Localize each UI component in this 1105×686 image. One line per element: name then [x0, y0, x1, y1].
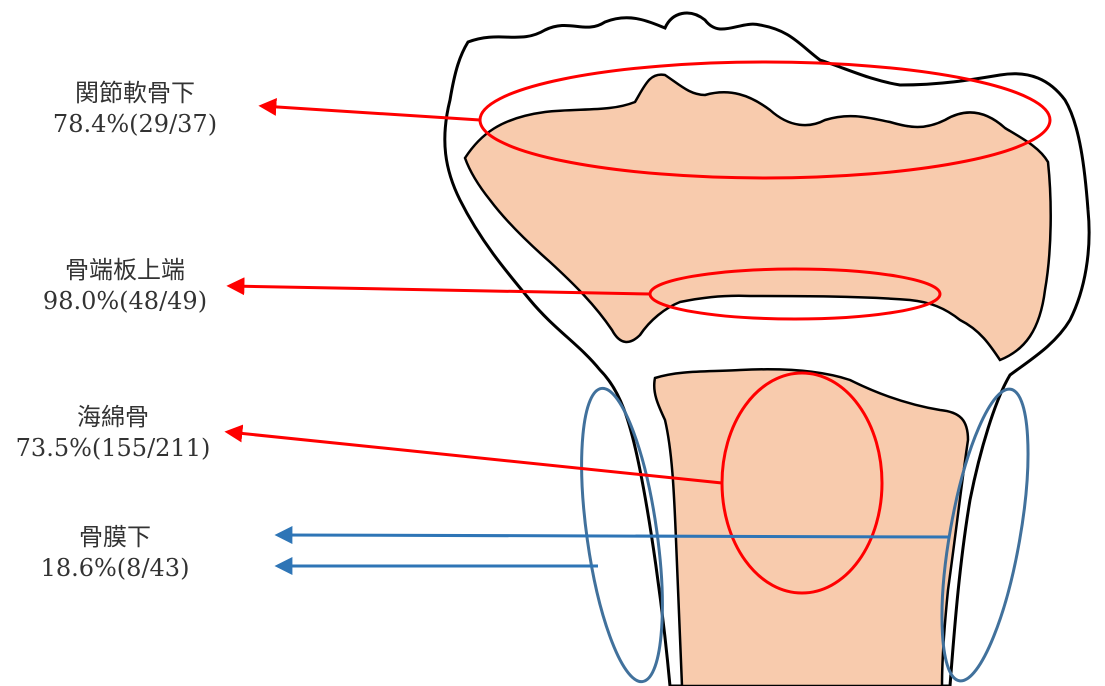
label-subchondral-stat: 78.4%(29/37): [40, 109, 230, 140]
label-physis: 骨端板上端 98.0%(48/49): [30, 255, 220, 317]
label-subchondral: 関節軟骨下 78.4%(29/37): [40, 78, 230, 140]
label-cancellous-stat: 73.5%(155/211): [8, 433, 218, 464]
label-physis-stat: 98.0%(48/49): [30, 286, 220, 317]
label-cancellous-title: 海綿骨: [8, 402, 218, 433]
label-periosteal-title: 骨膜下: [30, 522, 200, 553]
label-cancellous: 海綿骨 73.5%(155/211): [8, 402, 218, 464]
label-periosteal: 骨膜下 18.6%(8/43): [30, 522, 200, 584]
label-physis-title: 骨端板上端: [30, 255, 220, 286]
label-periosteal-stat: 18.6%(8/43): [30, 553, 200, 584]
label-subchondral-title: 関節軟骨下: [40, 78, 230, 109]
arrow-periosteal-upper: [278, 535, 950, 537]
metaphysis: [654, 369, 968, 686]
